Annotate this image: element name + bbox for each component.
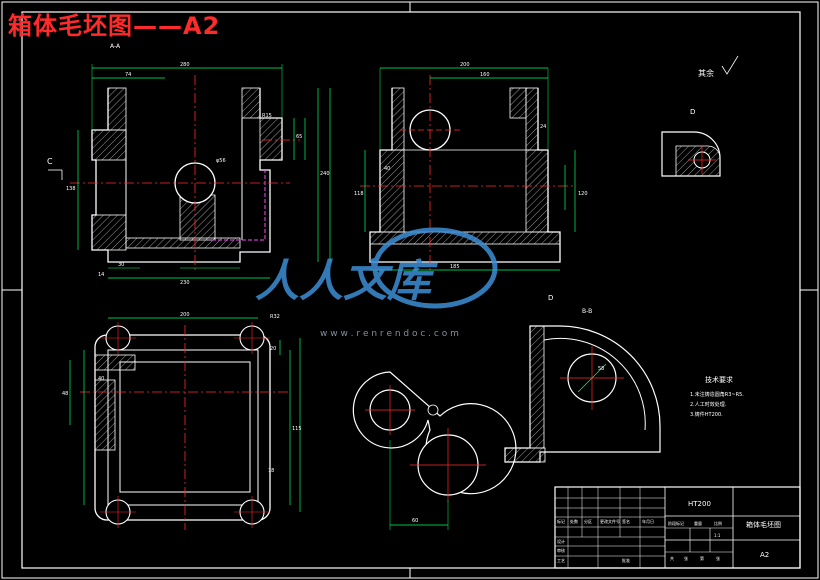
dim-side-top: 200 — [460, 62, 470, 68]
tb-sign-design: 设计 — [557, 538, 565, 544]
double-boss-view: 60 — [352, 371, 517, 530]
tb-label-count: 处数 — [570, 518, 578, 524]
tb-label-doc: 更改文件号 — [600, 518, 620, 524]
view-c-label: C — [47, 157, 53, 166]
dim-plan-radius: R32 — [270, 314, 280, 320]
dim-plan-left: 48 — [62, 391, 68, 397]
dim-radius: R15 — [262, 113, 272, 119]
tb-sign-process: 工艺 — [557, 558, 565, 563]
dim-foot-2: 14 — [98, 272, 104, 278]
dim-side-bottom: 185 — [450, 264, 460, 270]
dim-plan-width: 200 — [180, 312, 190, 318]
tb-sheet: 张 — [716, 555, 720, 561]
dim-plan-slot: 40 — [98, 376, 104, 382]
tb-sheets: 张 — [684, 555, 688, 561]
dim-bore: φ56 — [216, 158, 226, 164]
tb-material: HT200 — [688, 500, 711, 508]
dim-top-inner: 74 — [125, 72, 131, 78]
dim-plan-corner: 18 — [268, 468, 274, 474]
view-d: D — [661, 108, 721, 177]
tb-label-sign: 签名 — [622, 518, 630, 524]
tb-scale: 1:1 — [714, 533, 721, 538]
tb-label-mark: 标记 — [557, 518, 565, 524]
roughness-symbol: 其余 — [698, 55, 739, 78]
tech-req-item-3: 3.铸件HT200. — [690, 411, 723, 418]
tb-total: 共 — [670, 555, 674, 561]
tech-req-item-1: 1.未注铸造圆角R3~R5. — [690, 391, 744, 398]
watermark-url: w w w . r e n r e n d o c . c o m — [320, 329, 459, 339]
view-d2-label: D — [548, 294, 553, 302]
plan-view: 200 48 115 R32 40 18 20 — [62, 312, 302, 530]
tech-req-item-2: 2.人工时效处理. — [690, 401, 727, 408]
dim-boss-spacing: 60 — [412, 518, 418, 524]
technical-requirements: 技术要求 1.未注铸造圆角R3~R5. 2.人工时效处理. 3.铸件HT200. — [690, 375, 744, 418]
roughness-label: 其余 — [698, 68, 714, 78]
dim-plan-small: 20 — [270, 346, 276, 352]
watermark-text: 人人文库 — [255, 256, 438, 307]
dim-boss: 65 — [296, 134, 302, 140]
dim-b-bore: 58 — [598, 366, 604, 372]
section-b-view: B-B D 58 — [504, 294, 661, 463]
view-d-label: D — [690, 108, 695, 116]
tb-scale-label: 比例 — [714, 520, 722, 526]
tb-size: A2 — [760, 551, 769, 559]
title-block: 标记 处数 分区 更改文件号 签名 年月日 设计 审核 工艺 批准 HT200 … — [554, 486, 801, 569]
tb-label-date: 年月日 — [642, 518, 654, 524]
tb-sheet-no: 第 — [700, 555, 704, 561]
tb-stage: 阶段标记 — [668, 520, 684, 526]
tb-part-name: 箱体毛坯图 — [746, 520, 781, 529]
drawing-title: 箱体毛坯图——A2 — [8, 12, 221, 40]
dim-top-width: 280 — [180, 62, 190, 68]
dim-bottom-width: 230 — [180, 280, 190, 286]
front-section-view: C A-A 280 74 230 138 240 65 φ56 30 14 R1… — [47, 43, 331, 286]
dim-side-inner: 160 — [480, 72, 490, 78]
dim-left-height: 138 — [66, 186, 76, 192]
dim-side-left: 118 — [354, 191, 364, 197]
dim-right-height: 240 — [320, 171, 330, 177]
watermark: 人人文库 w w w . r e n r e n d o c . c o m — [255, 227, 498, 339]
dim-plan-right: 115 — [292, 426, 302, 432]
tech-req-title: 技术要求 — [705, 375, 733, 384]
dim-side-right: 120 — [578, 191, 588, 197]
tb-label-zone: 分区 — [584, 518, 592, 524]
tb-sign-review: 审核 — [557, 547, 565, 553]
tb-weight: 重量 — [694, 520, 702, 526]
tb-sign-approve: 批准 — [622, 557, 630, 563]
section-b-label: B-B — [582, 308, 592, 315]
dim-foot: 30 — [118, 262, 124, 268]
dim-side-boss: 40 — [384, 166, 390, 172]
side-section-view: 200 160 185 118 120 24 40 — [354, 62, 588, 271]
section-a-label: A-A — [110, 43, 121, 50]
dim-side-wall: 24 — [540, 124, 546, 130]
